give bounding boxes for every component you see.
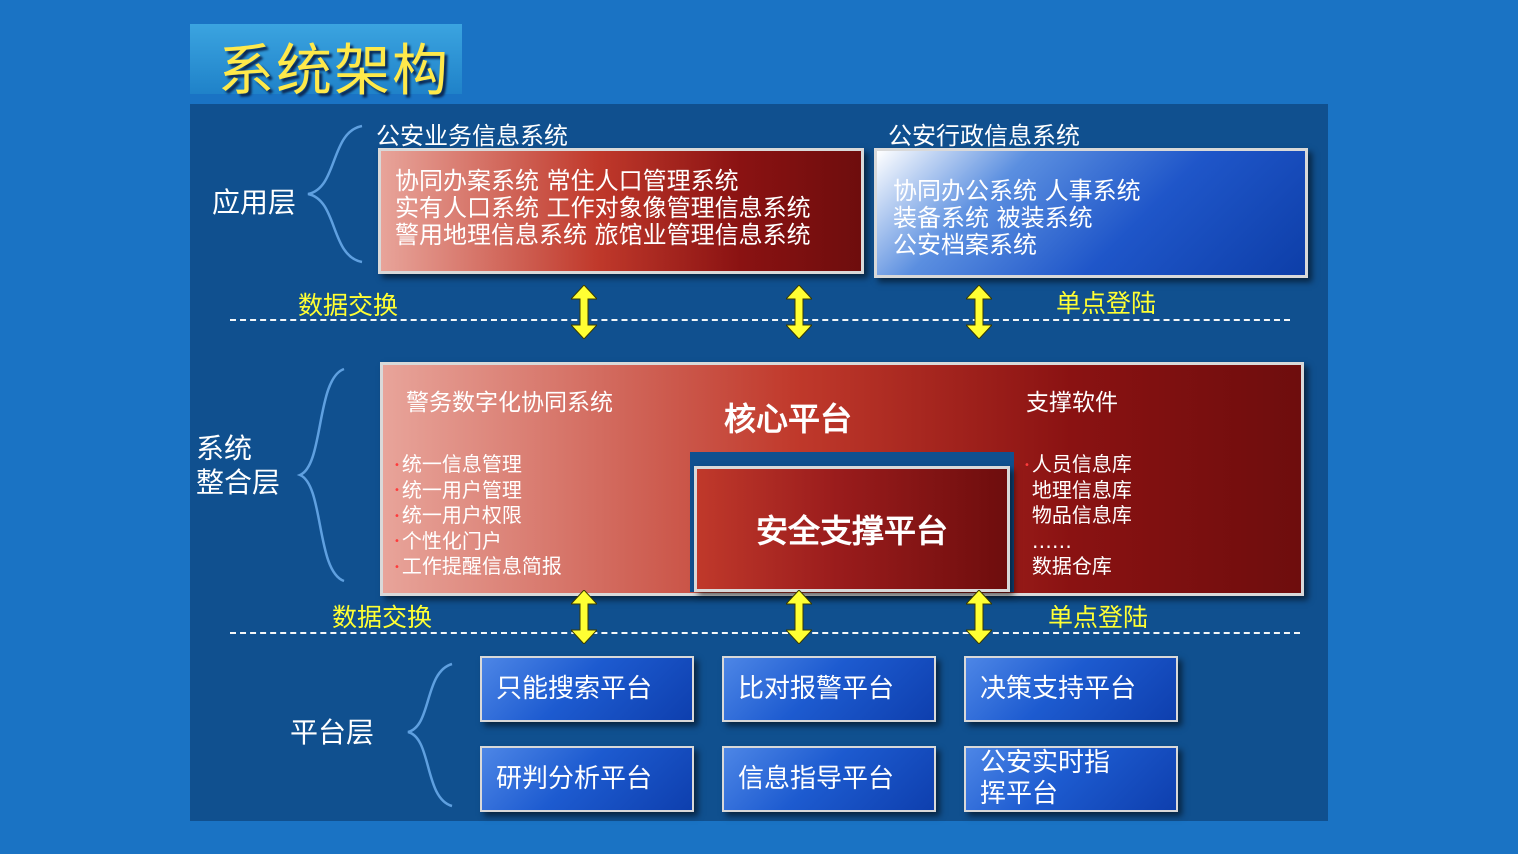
platform-box: 研判分析平台 <box>480 746 694 812</box>
lower-data-exchange-label: 数据交换 <box>332 603 433 632</box>
title-banner <box>190 24 462 94</box>
double-arrow-icon <box>571 285 597 339</box>
list-item: •统一信息管理 <box>394 452 562 478</box>
layer-integration-line2: 整合层 <box>196 466 281 499</box>
list-item-label: 人员信息库 <box>1031 452 1132 476</box>
list-item: •统一用户管理 <box>394 478 562 504</box>
list-item: •人员信息库 <box>1024 452 1132 478</box>
double-arrow-icon <box>786 285 812 339</box>
business-systems-line: 警用地理信息系统 旅馆业管理信息系统 <box>395 221 811 249</box>
upper-separator-line <box>230 319 1290 321</box>
lower-single-sign-on-label: 单点登陆 <box>1048 603 1149 632</box>
double-arrow-icon <box>786 590 812 644</box>
list-item-label: 统一信息管理 <box>401 452 522 476</box>
list-item: •物品信息库 <box>1024 503 1132 529</box>
list-item: •个性化门户 <box>394 529 562 555</box>
list-item-label: 工作提醒信息简报 <box>401 554 562 578</box>
security-platform-label: 安全支撑平台 <box>755 512 948 550</box>
list-item-label: 个性化门户 <box>401 528 502 553</box>
admin-systems-line: 公安档案系统 <box>893 231 1037 259</box>
bullet-icon: • <box>394 459 400 471</box>
list-item-label: 统一用户权限 <box>401 503 522 527</box>
core-right-list: •人员信息库 •地理信息库 •物品信息库 •…… •数据仓库 <box>1024 452 1132 580</box>
double-arrow-icon <box>571 590 597 644</box>
double-arrow-icon <box>966 590 992 644</box>
brace-platform-icon <box>407 662 453 808</box>
list-item: •数据仓库 <box>1024 554 1132 580</box>
list-item: •…… <box>1024 529 1132 555</box>
double-arrow-icon <box>966 285 992 339</box>
admin-systems-box: 协同办公系统 人事系统 装备系统 被装系统 公安档案系统 <box>874 148 1308 278</box>
brace-application-icon <box>307 124 363 264</box>
bullet-icon: • <box>394 485 400 496</box>
core-right-title: 支撑软件 <box>1026 390 1118 416</box>
business-systems-line: 协同办案系统 常住人口管理系统 <box>395 167 739 195</box>
lower-separator-line <box>230 632 1300 634</box>
app-right-header: 公安行政信息系统 <box>888 122 1080 150</box>
list-item: •统一用户权限 <box>394 503 562 529</box>
bullet-icon: • <box>394 561 400 573</box>
layer-platform-label: 平台层 <box>290 716 375 749</box>
upper-single-sign-on-label: 单点登陆 <box>1056 289 1157 318</box>
layer-integration-line1: 系统 <box>196 432 253 465</box>
list-item: •地理信息库 <box>1024 478 1132 504</box>
bullet-icon: • <box>394 536 400 547</box>
layer-application-label: 应用层 <box>212 186 297 219</box>
business-systems-list: 协同办案系统 常住人口管理系统 实有人口系统 工作对象像管理信息系统 警用地理信… <box>395 168 811 249</box>
bullet-icon: • <box>394 510 400 522</box>
list-item-label: 物品信息库 <box>1031 503 1132 527</box>
list-item-label: …… <box>1031 528 1072 553</box>
list-item-label: 地理信息库 <box>1031 477 1132 502</box>
platform-box: 只能搜索平台 <box>480 656 694 722</box>
app-left-header: 公安业务信息系统 <box>376 122 568 150</box>
list-item-label: 统一用户管理 <box>401 477 522 502</box>
admin-systems-line: 协同办公系统 人事系统 <box>893 177 1141 205</box>
admin-systems-list: 协同办公系统 人事系统 装备系统 被装系统 公安档案系统 <box>893 178 1141 259</box>
platform-box: 决策支持平台 <box>964 656 1178 722</box>
core-left-list: •统一信息管理 •统一用户管理 •统一用户权限 •个性化门户 •工作提醒信息简报 <box>394 452 562 580</box>
core-center-title: 核心平台 <box>724 400 853 438</box>
platform-box: 公安实时指挥平台 <box>964 746 1178 812</box>
layer-integration-label: 系统 整合层 <box>196 432 280 500</box>
brace-integration-icon <box>296 367 345 583</box>
list-item: •工作提醒信息简报 <box>394 554 562 580</box>
platform-box: 比对报警平台 <box>722 656 936 722</box>
admin-systems-line: 装备系统 被装系统 <box>893 204 1093 232</box>
upper-data-exchange-label: 数据交换 <box>298 291 399 320</box>
business-systems-box: 协同办案系统 常住人口管理系统 实有人口系统 工作对象像管理信息系统 警用地理信… <box>378 148 864 274</box>
platform-box: 信息指导平台 <box>722 746 936 812</box>
business-systems-line: 实有人口系统 工作对象像管理信息系统 <box>395 194 811 222</box>
core-left-title: 警务数字化协同系统 <box>406 390 613 416</box>
list-item-label: 数据仓库 <box>1031 554 1112 578</box>
page-title: 系统架构 <box>218 39 450 104</box>
bullet-icon: • <box>1024 459 1030 471</box>
security-platform-box: 安全支撑平台 <box>694 466 1010 592</box>
